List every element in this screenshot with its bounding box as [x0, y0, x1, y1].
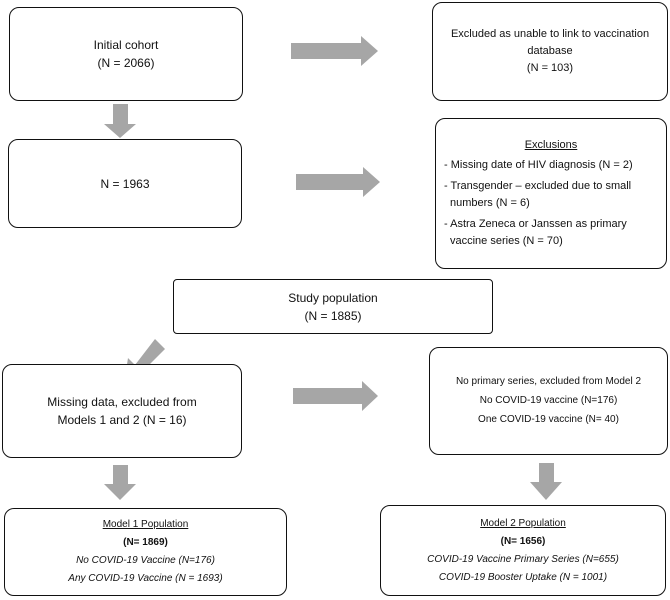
- missing-data-label: Missing data, excluded from: [47, 395, 197, 409]
- initial-cohort-count: (N = 2066): [97, 56, 155, 70]
- arrow-right-missing: [293, 381, 378, 411]
- study-population-label: Study population: [288, 290, 378, 305]
- model1-any-vaccine: Any COVID-19 Vaccine (N = 1693): [68, 573, 223, 584]
- exclusion-item: - Missing date of HIV diagnosis (N = 2): [444, 159, 633, 171]
- arrow-right-initial: [291, 36, 378, 66]
- exclusion-item: - Transgender – excluded due to small nu…: [444, 180, 632, 209]
- excluded-link-label: Excluded as unable to link to vaccinatio…: [450, 28, 650, 40]
- no-primary-one: One COVID-19 vaccine (N= 40): [478, 414, 619, 425]
- no-primary-title: No primary series, excluded from Model 2: [455, 376, 642, 387]
- excluded-link-box: Excluded as unable to link to vaccinatio…: [432, 2, 668, 101]
- exclusion-item: - Astra Zeneca or Janssen as primary vac…: [444, 218, 627, 247]
- arrow-down-initial: [104, 104, 136, 138]
- no-primary-none: No COVID-19 vaccine (N=176): [479, 395, 618, 406]
- excluded-link-count: (N = 103): [526, 62, 574, 74]
- n1963-label: N = 1963: [100, 176, 150, 191]
- no-primary-box: No primary series, excluded from Model 2…: [429, 347, 668, 455]
- exclusions-box: Exclusions - Missing date of HIV diagnos…: [435, 118, 667, 269]
- model1-title: Model 1 Population: [102, 519, 189, 530]
- model2-box: Model 2 Population (N= 1656) COVID-19 Va…: [380, 505, 666, 596]
- model1-box: Model 1 Population (N= 1869) No COVID-19…: [4, 508, 287, 596]
- arrow-down-model2: [530, 463, 562, 500]
- n1963-box: N = 1963: [8, 139, 242, 228]
- initial-cohort-box: Initial cohort (N = 2066): [9, 7, 243, 101]
- model2-title: Model 2 Population: [480, 517, 566, 529]
- exclusions-title: Exclusions: [524, 139, 578, 151]
- model1-count: (N= 1869): [123, 537, 168, 548]
- missing-data-box: Missing data, excluded from Models 1 and…: [2, 364, 242, 458]
- arrow-right-1963: [296, 167, 380, 197]
- study-population-box: Study population (N = 1885): [173, 279, 493, 334]
- exclusions-list: - Missing date of HIV diagnosis (N = 2) …: [444, 157, 658, 250]
- arrow-down-model1: [104, 465, 136, 500]
- model1-no-vaccine: No COVID-19 Vaccine (N=176): [76, 555, 215, 566]
- model2-count: (N= 1656): [500, 535, 546, 547]
- missing-data-label-2: Models 1 and 2 (N = 16): [57, 413, 187, 427]
- model2-booster: COVID-19 Booster Uptake (N = 1001): [438, 571, 608, 583]
- initial-cohort-label: Initial cohort: [93, 38, 159, 52]
- excluded-link-label-2: database: [527, 45, 573, 57]
- study-population-count: (N = 1885): [304, 308, 362, 323]
- model2-primary-series: COVID-19 Vaccine Primary Series (N=655): [427, 553, 619, 565]
